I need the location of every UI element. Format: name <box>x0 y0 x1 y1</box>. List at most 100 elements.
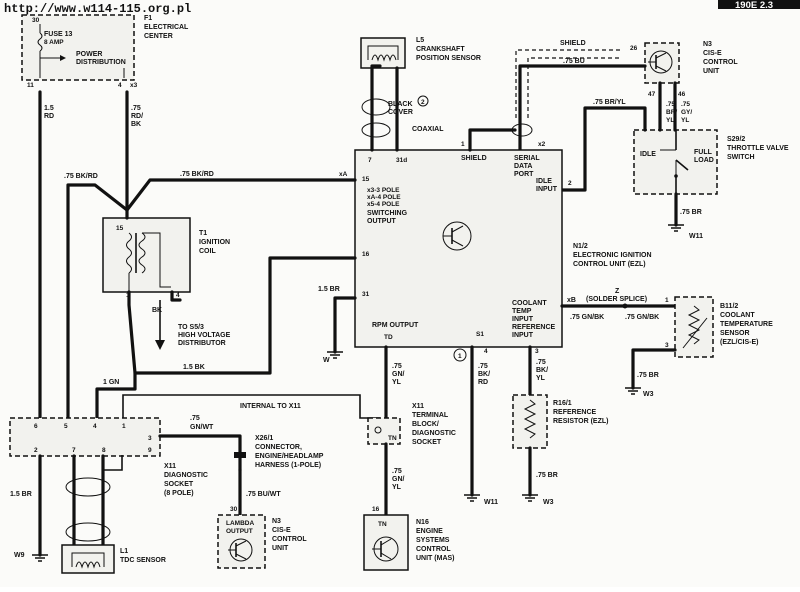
diagram-label: .75 GN/BK <box>570 314 604 321</box>
ground-w3-resistor: W3 <box>543 499 554 506</box>
diagram-label: xA <box>339 171 348 178</box>
diagram-label: POSITION SENSOR <box>416 55 481 62</box>
diagram-label: 1.5 BK <box>183 364 205 371</box>
diagram-label: .75 BK/RD <box>64 173 98 180</box>
diagram-label: 3 <box>148 435 152 442</box>
diagram-label: 15 <box>362 176 370 183</box>
diagram-label: x2 <box>538 141 546 148</box>
f1-name-1: ELECTRICAL <box>144 24 189 31</box>
diagram-label: SENSOR <box>720 330 750 337</box>
diagram-label: RD <box>478 379 488 386</box>
shield-label: SHIELD <box>560 40 586 47</box>
diagram-label: S1 <box>476 331 484 338</box>
diagram-label: .75 BK/RD <box>180 171 214 178</box>
diagram-label: RESISTOR (EZL) <box>553 418 608 425</box>
diagram-label: COAXIAL <box>412 126 444 133</box>
diagram-label: .75 <box>666 101 675 108</box>
diagram-label: T1 <box>199 230 207 237</box>
diagram-label: .75 <box>190 415 200 422</box>
diagram-label: (EZL/CIS-E) <box>720 339 759 346</box>
diagram-label: 2 <box>34 447 38 454</box>
ground-w11-ecu: W11 <box>484 499 498 506</box>
diagram-label: RPM OUTPUT <box>372 322 419 329</box>
diagram-label: COIL <box>199 248 216 255</box>
diagram-label: SOCKET <box>164 481 194 488</box>
diagram-label: COVER <box>388 109 413 116</box>
wire-075-bryl: .75 BR/YL <box>593 99 626 106</box>
diagram-label: CONTROL <box>272 536 307 543</box>
diagram-label: YL <box>681 117 689 124</box>
diagram-label: SERIAL <box>514 155 540 162</box>
diagram-label: GN/WT <box>190 424 214 431</box>
throttle-valve-switch-s29-2: IDLE FULL LOAD S29/2 THROTTLE VALVE SWIT… <box>633 129 789 195</box>
diagram-label: SOCKET <box>412 439 442 446</box>
diagram-label: TN <box>388 435 397 442</box>
diagram-label: 1 <box>122 423 126 430</box>
f1-id: F1 <box>144 15 152 22</box>
diagram-label: 15 <box>116 225 124 232</box>
diagram-label: (8 POLE) <box>164 490 194 497</box>
wire-075-bu: .75 BU <box>563 58 585 65</box>
diagram-label: 3 <box>665 342 669 349</box>
diagram-label: TO S5/3 <box>178 324 204 331</box>
diagram-label: UNIT <box>703 68 720 75</box>
diagram-label: LOAD <box>694 157 714 164</box>
diagram-label: FULL <box>694 149 713 156</box>
diagram-label: 1.5 BR <box>318 286 340 293</box>
diagram-label: .75 <box>131 105 141 112</box>
diagram-label: YL <box>392 379 402 386</box>
diagram-label: IDLE <box>536 178 552 185</box>
diagram-label: RD/ <box>131 113 143 120</box>
diagram-label: 1 <box>665 297 669 304</box>
corner-badge <box>718 0 800 9</box>
diagram-label: 30 <box>230 506 238 513</box>
diagram-label: COOLANT <box>512 300 547 307</box>
diagram-label: x5-4 POLE <box>367 201 400 208</box>
diagram-label: 30 <box>32 17 40 24</box>
diagram-label: N3 <box>272 518 281 525</box>
x11-diag-id: X11 <box>164 463 176 470</box>
diagram-label: CIS-E <box>703 50 722 57</box>
ecu-id: N1/2 <box>573 243 588 250</box>
diagram-label: BK <box>152 307 162 314</box>
diagram-label: .75 BR <box>680 209 702 216</box>
diagram-label: BLACK <box>388 101 413 108</box>
diagram-label: BK/ <box>536 367 548 374</box>
diagram-label: INPUT <box>512 316 534 323</box>
diagram-label: .75 <box>392 363 402 370</box>
diagram-label: UNIT (MAS) <box>416 555 455 562</box>
diagram-label: 8 AMP <box>44 39 64 46</box>
diagram-label: CONTROL <box>703 59 738 66</box>
diagram-label: 1.5 <box>44 105 54 112</box>
diagram-label: 6 <box>34 423 38 430</box>
diagram-label: TD <box>384 334 393 341</box>
diagram-label: .75 BR <box>536 472 558 479</box>
diagram-label: PORT <box>514 171 534 178</box>
diagram-label: DISTRIBUTOR <box>178 340 226 347</box>
diagram-label: CIS-E <box>272 527 291 534</box>
ground-w9: W9 <box>14 552 25 559</box>
diagram-label: 9 <box>148 447 152 454</box>
diagram-label: TN <box>378 521 387 528</box>
diagram-label: 31d <box>396 157 407 164</box>
diagram-label: DATA <box>514 163 532 170</box>
diagram-label: BLOCK/ <box>412 421 439 428</box>
cis-e-control-unit-bottom: LAMBDA OUTPUT 30 N3 CIS-E CONTROL UNIT <box>217 506 307 569</box>
diagram-label: 31 <box>362 291 370 298</box>
connector-x26-1 <box>234 452 246 458</box>
terminal-block-x11: TN X11 TERMINAL BLOCK/ DIAGNOSTIC SOCKET <box>367 403 456 446</box>
diagram-label: xB <box>567 297 576 304</box>
diagram-label: .75 <box>478 363 488 370</box>
diagram-label: YL <box>666 117 674 124</box>
diagram-label: RD <box>44 113 54 120</box>
diagram-label: x3-3 POLE <box>367 187 400 194</box>
diagram-label: 46 <box>678 91 686 98</box>
diagram-label: LAMBDA <box>226 520 254 527</box>
diagram-label: TEMPERATURE <box>720 321 773 328</box>
diagram-label: HIGH VOLTAGE <box>178 332 231 339</box>
diagram-label: ENGINE <box>416 528 443 535</box>
diagram-label: REFERENCE <box>553 409 597 416</box>
diagram-label: 2 <box>568 180 572 187</box>
